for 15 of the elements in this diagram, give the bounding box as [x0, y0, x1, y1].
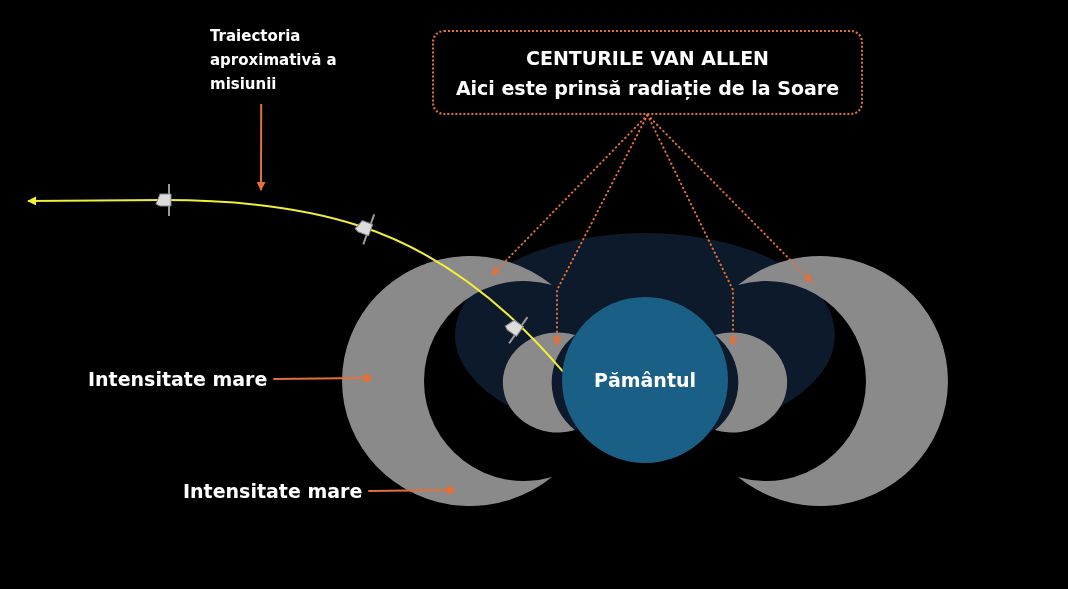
leader-line	[272, 374, 371, 382]
radiation-belt	[738, 256, 948, 506]
dotted-arrow	[552, 114, 649, 346]
intensity-label: Intensitate mare	[183, 478, 363, 504]
dotted-arrow	[646, 114, 813, 283]
callout-title: CENTURILE VAN ALLEN	[525, 45, 770, 71]
trajectory-note: Traiectoria aproximativă a misiunii	[210, 24, 370, 96]
leader-arrow	[256, 103, 266, 191]
radiation-belt	[502, 332, 575, 433]
callout-text: Aici este prinsă radiație de la Soare	[455, 75, 840, 102]
leader-line	[367, 486, 454, 494]
trajectory-arrow	[27, 196, 564, 373]
callout-box	[432, 30, 863, 115]
radiation-belt	[715, 332, 788, 433]
intensity-label: Intensitate mare	[88, 366, 268, 392]
